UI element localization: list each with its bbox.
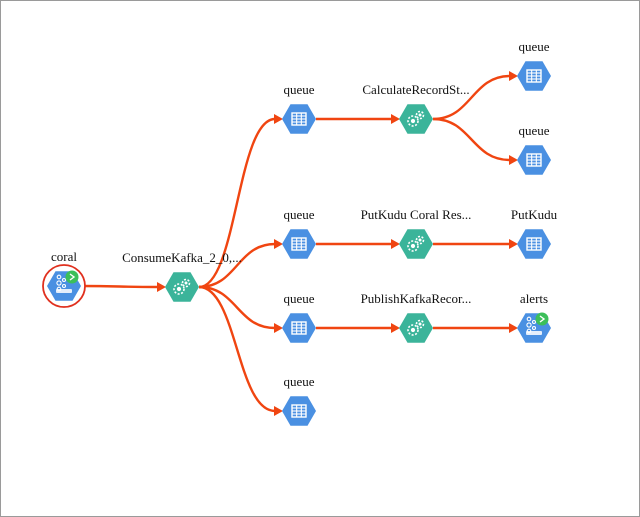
node-label: queue bbox=[518, 39, 549, 54]
table-icon bbox=[291, 237, 307, 251]
node-q6[interactable]: queue bbox=[517, 123, 551, 175]
edge-consume-to-q3 bbox=[198, 285, 276, 330]
gear-icon bbox=[407, 110, 425, 127]
edge-arrowhead bbox=[274, 114, 283, 124]
edge-coral-to-consume bbox=[80, 284, 159, 289]
node-label: alerts bbox=[520, 291, 548, 306]
node-consume[interactable]: ConsumeKafka_2_0,... bbox=[122, 250, 242, 302]
edge-calc-to-q6 bbox=[432, 117, 511, 162]
edge-arrowhead bbox=[509, 155, 518, 165]
edge-arrowhead bbox=[391, 323, 400, 333]
kafka-icon bbox=[526, 312, 549, 335]
node-label: PublishKafkaRecor... bbox=[361, 291, 472, 306]
edge-consume-to-q1 bbox=[198, 117, 276, 289]
edge-arrowhead bbox=[274, 239, 283, 249]
node-label: queue bbox=[283, 207, 314, 222]
table-icon bbox=[526, 237, 542, 251]
node-label: PutKudu Coral Res... bbox=[361, 207, 472, 222]
kafka-icon bbox=[56, 270, 79, 293]
node-label: queue bbox=[283, 291, 314, 306]
edge-consume-to-q4 bbox=[198, 285, 276, 413]
edge-arrowhead bbox=[391, 114, 400, 124]
gear-icon bbox=[173, 278, 191, 295]
node-calc[interactable]: CalculateRecordSt... bbox=[362, 82, 470, 134]
node-putkudu_proc[interactable]: PutKudu Coral Res... bbox=[361, 207, 472, 259]
node-label: ConsumeKafka_2_0,... bbox=[122, 250, 242, 265]
node-hexagon bbox=[165, 272, 199, 302]
node-coral[interactable]: coral bbox=[42, 249, 86, 308]
table-icon bbox=[526, 69, 542, 83]
edge-arrowhead bbox=[274, 323, 283, 333]
table-icon bbox=[291, 112, 307, 126]
node-alerts[interactable]: alerts bbox=[517, 291, 551, 343]
node-q1[interactable]: queue bbox=[282, 82, 316, 134]
edge-calc-to-q5 bbox=[432, 74, 511, 121]
edges-layer bbox=[80, 71, 518, 416]
node-label: coral bbox=[51, 249, 77, 264]
edge-arrowhead bbox=[509, 71, 518, 81]
node-q2[interactable]: queue bbox=[282, 207, 316, 259]
gear-icon bbox=[407, 319, 425, 336]
node-hexagon bbox=[399, 229, 433, 259]
node-q4[interactable]: queue bbox=[282, 374, 316, 426]
node-q3[interactable]: queue bbox=[282, 291, 316, 343]
node-label: PutKudu bbox=[511, 207, 558, 222]
edge-arrowhead bbox=[391, 239, 400, 249]
edge-arrowhead bbox=[157, 282, 166, 292]
node-putkudu[interactable]: PutKudu bbox=[511, 207, 558, 259]
node-label: queue bbox=[283, 82, 314, 97]
gear-icon bbox=[407, 235, 425, 252]
edge-arrowhead bbox=[509, 323, 518, 333]
node-label: CalculateRecordSt... bbox=[362, 82, 469, 97]
node-q5[interactable]: queue bbox=[517, 39, 551, 91]
edge-arrowhead bbox=[274, 406, 283, 416]
table-icon bbox=[291, 321, 307, 335]
table-icon bbox=[291, 404, 307, 418]
edge-consume-to-q2 bbox=[198, 242, 276, 289]
node-label: queue bbox=[518, 123, 549, 138]
table-icon bbox=[526, 153, 542, 167]
node-hexagon bbox=[399, 313, 433, 343]
node-publish[interactable]: PublishKafkaRecor... bbox=[361, 291, 472, 343]
edge-arrowhead bbox=[509, 239, 518, 249]
node-hexagon bbox=[399, 104, 433, 134]
node-label: queue bbox=[283, 374, 314, 389]
